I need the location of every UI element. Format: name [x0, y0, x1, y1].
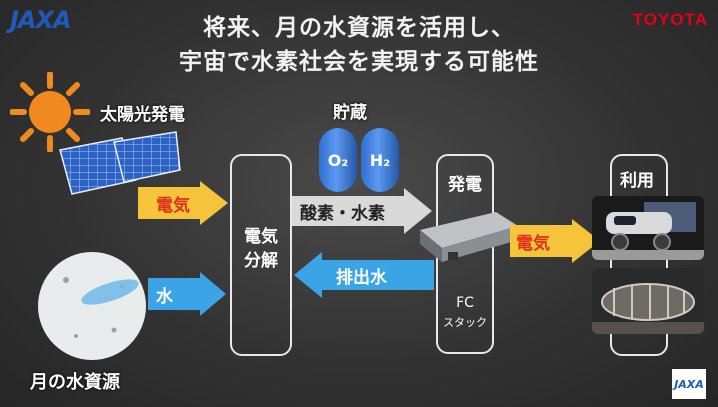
water-arrow-label: 水 [156, 287, 173, 307]
fc-stack-label: スタック [443, 316, 487, 329]
electricity-arrow-1-label: 電気 [156, 196, 190, 216]
moon-surface-icon [38, 252, 146, 360]
electricity-arrow-2-label: 電気 [516, 234, 550, 254]
usage-label: 利用 [620, 171, 654, 191]
exhaust-water-arrow-label: 排出水 [336, 268, 387, 288]
electrolysis-label-2: 分解 [244, 251, 278, 271]
title-line-1: 将来、月の水資源を活用し、 [203, 15, 515, 41]
oxygen-tank: O₂ [319, 128, 357, 192]
lunar-rover-image [592, 196, 704, 260]
fc-stack-icon [420, 212, 518, 262]
moon-water-label: 月の水資源 [30, 372, 120, 393]
solar-power-label: 太陽光発電 [100, 105, 185, 125]
electrolysis-label-1: 電気 [244, 227, 278, 247]
gases-arrow [292, 188, 432, 234]
hydrogen-tank-label: H₂ [369, 150, 391, 170]
lunar-base-image [592, 268, 704, 334]
storage-label: 貯蔵 [333, 103, 367, 123]
oxygen-tank-label: O₂ [327, 150, 349, 170]
electrolysis-box [230, 154, 292, 356]
jaxa-small-logo: JAXA [672, 369, 706, 399]
toyota-logo: TOYOTA [632, 10, 708, 29]
fc-label: FC [456, 295, 474, 311]
solar-panel-icon [59, 131, 181, 195]
sun-icon [10, 72, 90, 152]
gases-arrow-label: 酸素・水素 [300, 204, 385, 224]
power-generation-label: 発電 [448, 175, 482, 195]
jaxa-logo: JAXA [10, 6, 72, 34]
electricity-arrow-1 [138, 181, 228, 225]
hydrogen-tank: H₂ [361, 128, 399, 192]
exhaust-water-arrow [294, 252, 434, 298]
electricity-arrow-2 [510, 219, 600, 263]
title-line-2: 宇宙で水素社会を実現する可能性 [179, 49, 539, 75]
water-arrow [148, 272, 226, 316]
